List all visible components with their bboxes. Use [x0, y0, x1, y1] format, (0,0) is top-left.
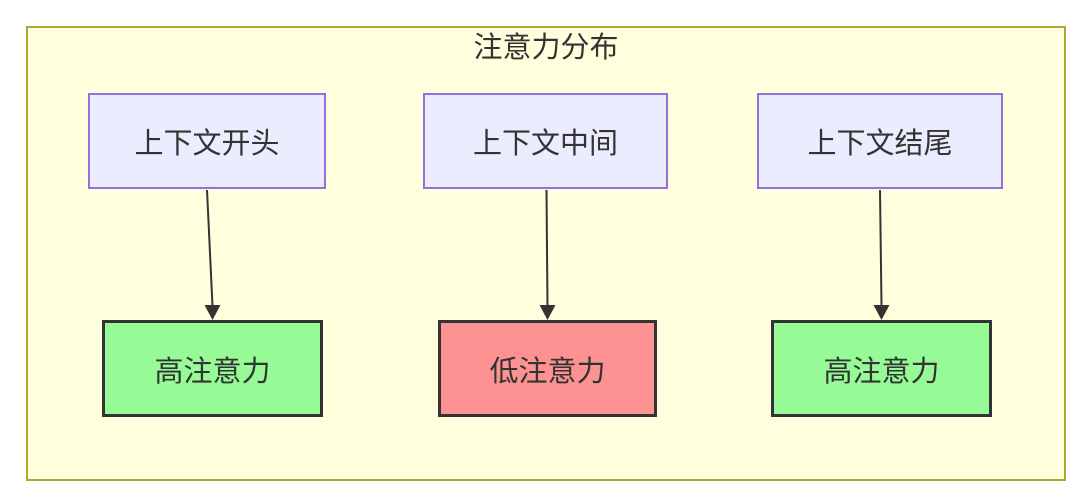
node-context-middle: 上下文中间: [423, 93, 668, 189]
node-high-attention-1: 高注意力: [102, 320, 323, 417]
node-context-end: 上下文结尾: [757, 93, 1003, 189]
node-context-start: 上下文开头: [88, 93, 326, 189]
node-low-attention: 低注意力: [438, 320, 657, 417]
diagram-title: 注意力分布: [473, 32, 619, 64]
node-high-attention-2: 高注意力: [771, 320, 992, 417]
